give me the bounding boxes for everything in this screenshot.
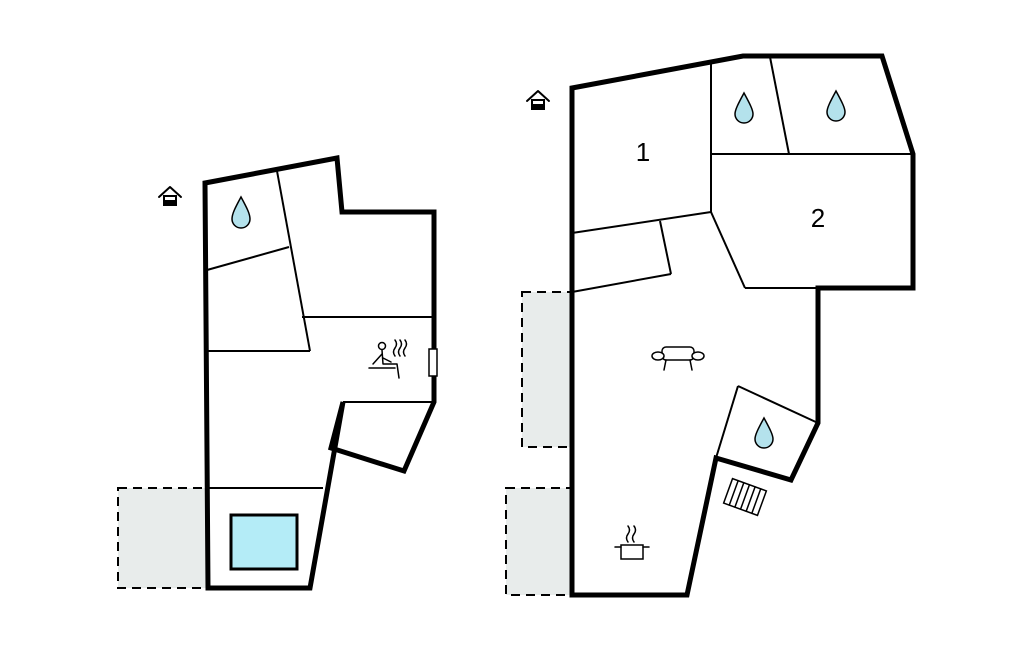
left-interior-walls — [206, 170, 434, 489]
left-outer-wall — [202, 155, 437, 591]
left-terrace — [117, 487, 208, 589]
stairs-icon — [722, 477, 768, 517]
right-interior-walls — [571, 56, 913, 459]
water-drop-icon — [826, 89, 846, 122]
sauna-icon — [368, 339, 408, 379]
right-floor-plan: 1 2 — [505, 53, 916, 598]
house-entrance-icon — [526, 90, 550, 110]
water-drop-icon — [231, 195, 251, 229]
water-drop-icon — [754, 416, 774, 449]
house-entrance-icon — [158, 186, 182, 206]
right-terrace-lower — [505, 487, 573, 596]
left-door-marker — [428, 348, 438, 377]
cooking-pot-icon — [614, 525, 650, 560]
right-terrace-upper — [521, 291, 573, 448]
water-drop-icon — [734, 91, 754, 124]
left-floor-plan — [117, 155, 438, 591]
room-label-1: 1 — [636, 137, 650, 167]
room-label-2: 2 — [811, 203, 825, 233]
swimming-pool-icon — [229, 513, 299, 571]
right-outer-wall — [569, 53, 916, 598]
sofa-icon — [651, 346, 705, 371]
